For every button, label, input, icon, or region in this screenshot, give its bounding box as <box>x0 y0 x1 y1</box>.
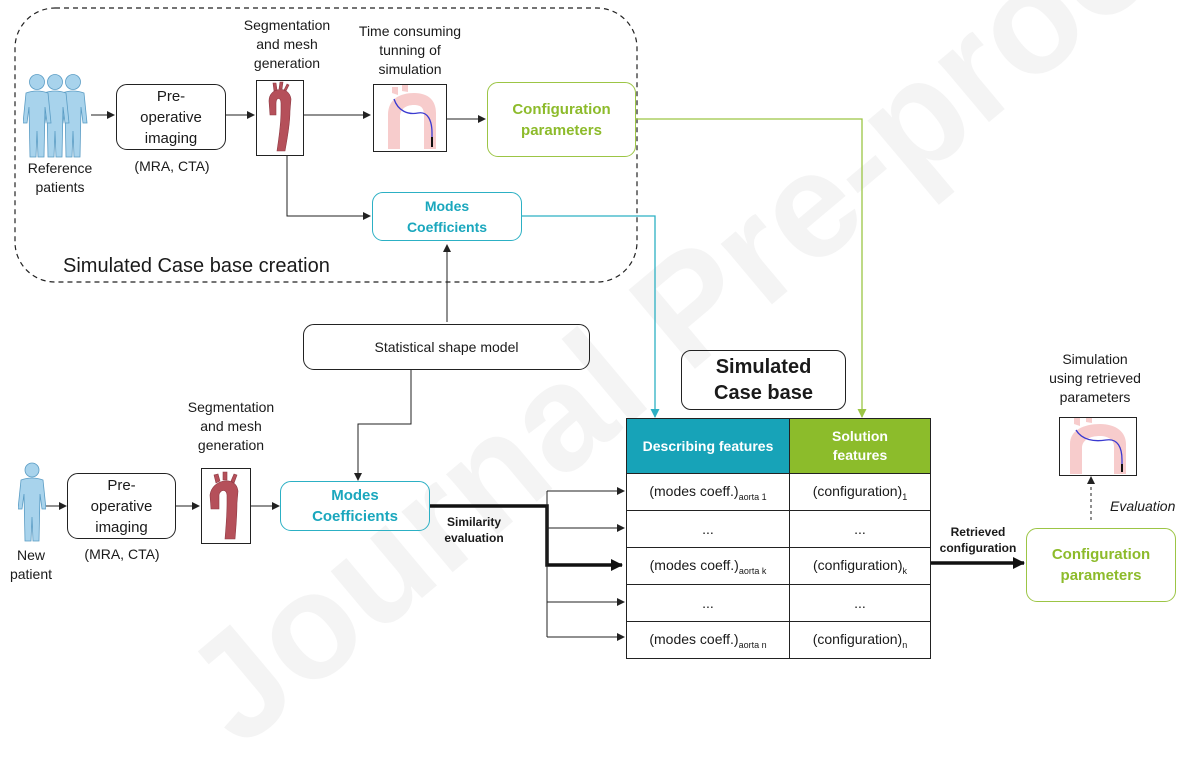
table-row: (modes coeff.)aorta n (configuration)n <box>626 621 931 659</box>
table-cell-sol: (configuration)n <box>789 621 931 659</box>
modes-coefficients-box-bottom: Modes Coefficients <box>280 481 430 531</box>
table-row: ... ... <box>626 584 931 622</box>
preop-note-bottom: (MRA, CTA) <box>84 546 160 562</box>
case-base-table: Describing features Solution features (m… <box>626 418 931 659</box>
preop-note-top: (MRA, CTA) <box>134 158 210 174</box>
simulation-result-thumbnail-icon <box>1059 417 1137 476</box>
describing-features-header: Describing features <box>626 418 790 474</box>
evaluation-label: Evaluation <box>1110 498 1176 514</box>
table-cell-desc: (modes coeff.)aorta 1 <box>626 473 790 511</box>
modes-coefficients-box-top: Modes Coefficients <box>372 192 522 241</box>
simulation-thumbnail-icon <box>373 84 447 152</box>
tuning-label: Time consuming tunning of simulation <box>358 23 462 77</box>
table-cell-sol: (configuration)k <box>789 547 931 585</box>
table-row: (modes coeff.)aorta 1 (configuration)1 <box>626 473 931 511</box>
config-params-box-top: Configuration parameters <box>487 82 636 157</box>
segmentation-label-top: Segmentation and mesh generation <box>243 17 331 71</box>
table-cell-sol: ... <box>789 584 931 622</box>
table-cell-desc: ... <box>626 584 790 622</box>
table-cell-sol: ... <box>789 510 931 548</box>
aorta-mesh-icon-bottom <box>201 468 251 544</box>
simulation-retrieved-label: Simulation using retrieved parameters <box>1049 351 1141 405</box>
similarity-evaluation-label: Similarity evaluation <box>444 515 504 545</box>
table-cell-desc: ... <box>626 510 790 548</box>
reference-patients-label: Reference patients <box>27 160 93 195</box>
new-patient-label: New patient <box>9 547 53 582</box>
table-cell-desc: (modes coeff.)aorta k <box>626 547 790 585</box>
table-cell-sol: (configuration)1 <box>789 473 931 511</box>
aorta-mesh-icon <box>256 80 304 156</box>
solution-features-header: Solution features <box>789 418 931 474</box>
retrieved-configuration-label: Retrieved configuration <box>939 525 1017 555</box>
case-base-creation-region <box>14 7 638 283</box>
connector-layer <box>14 7 1095 641</box>
segmentation-label-bottom: Segmentation and mesh generation <box>187 399 275 453</box>
case-base-title: Simulated Case base <box>681 350 846 410</box>
statistical-shape-model-box: Statistical shape model <box>303 324 590 370</box>
person-group-icon <box>22 73 93 164</box>
preop-imaging-box-top: Pre- operative imaging <box>116 84 226 150</box>
table-row: ... ... <box>626 510 931 548</box>
table-row: (modes coeff.)aorta k (configuration)k <box>626 547 931 585</box>
table-cell-desc: (modes coeff.)aorta n <box>626 621 790 659</box>
case-base-creation-title: Simulated Case base creation <box>63 255 330 277</box>
person-icon <box>17 462 47 547</box>
config-params-box-output: Configuration parameters <box>1026 528 1176 602</box>
preop-imaging-box-bottom: Pre- operative imaging <box>67 473 176 539</box>
